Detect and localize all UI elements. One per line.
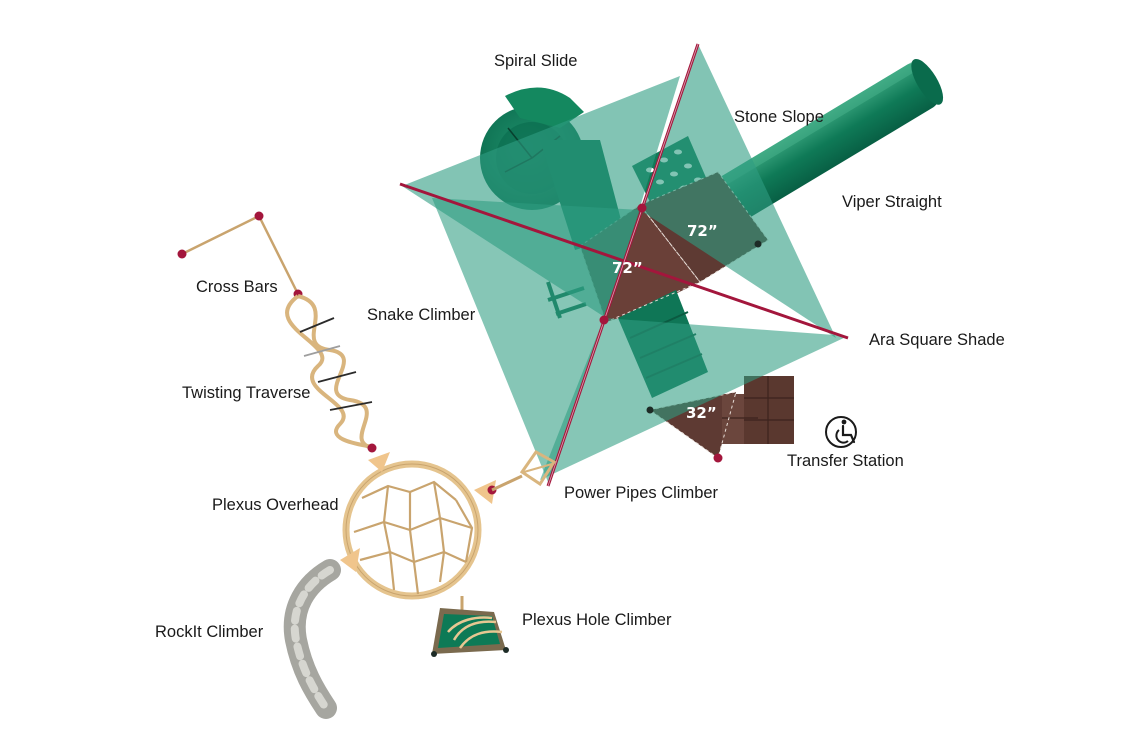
label-transfer-station: Transfer Station [787,452,904,470]
plexus-overhead [329,452,497,600]
ara-square-shade [399,43,849,487]
label-stone-slope: Stone Slope [734,108,824,126]
dimension-deck-center: 72” [612,259,643,277]
label-plexus-overhead: Plexus Overhead [212,496,339,514]
label-ara-square-shade: Ara Square Shade [869,331,1005,349]
label-snake-climber: Snake Climber [367,306,476,324]
wheelchair-icon [825,416,857,448]
power-pipes-climber [491,450,557,492]
label-viper-straight: Viper Straight [842,193,942,211]
dimension-deck-transfer: 32” [686,404,717,422]
rockit-climber [283,559,341,719]
label-cross-bars: Cross Bars [196,278,278,296]
post-caps [599,203,762,463]
label-spiral-slide: Spiral Slide [494,52,577,70]
plexus-hole-climber [431,596,509,657]
dimension-deck-upper: 72” [687,222,718,240]
label-twisting-traverse: Twisting Traverse [182,384,310,402]
label-plexus-hole-climber: Plexus Hole Climber [522,611,672,629]
label-rockit-climber: RockIt Climber [155,623,264,641]
twisting-traverse [285,294,377,453]
label-power-pipes-climber: Power Pipes Climber [564,484,719,502]
